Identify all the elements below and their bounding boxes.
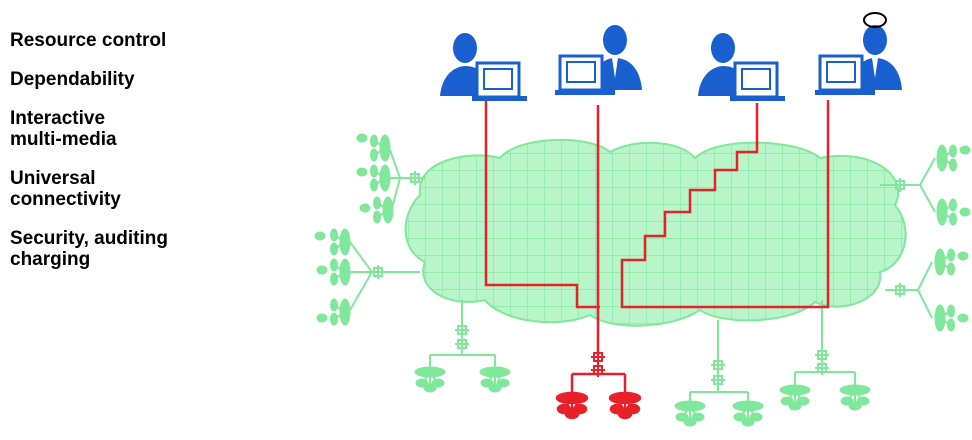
network-cloud — [404, 139, 907, 327]
network-grid — [405, 139, 906, 326]
right-peripheral-clusters — [880, 144, 971, 332]
user-woman-icon — [698, 33, 785, 101]
feature-security-auditing-charging: Security, auditing charging — [10, 228, 169, 270]
user-man-icon — [555, 25, 642, 95]
feature-resource-control: Resource control — [10, 30, 167, 51]
halo-icon — [863, 12, 887, 28]
left-peripheral-clusters — [314, 133, 425, 326]
feature-list: Resource control Dependability Interacti… — [10, 30, 270, 288]
feature-dependability: Dependability — [10, 69, 135, 90]
user-man-icon — [815, 25, 902, 95]
feature-interactive-multimedia: Interactive multi-media — [10, 108, 117, 150]
active-connection — [484, 100, 830, 420]
feature-universal-connectivity: Universal connectivity — [10, 168, 121, 210]
user-woman-icon — [440, 33, 527, 101]
bottom-peripheral-clusters — [414, 300, 871, 427]
